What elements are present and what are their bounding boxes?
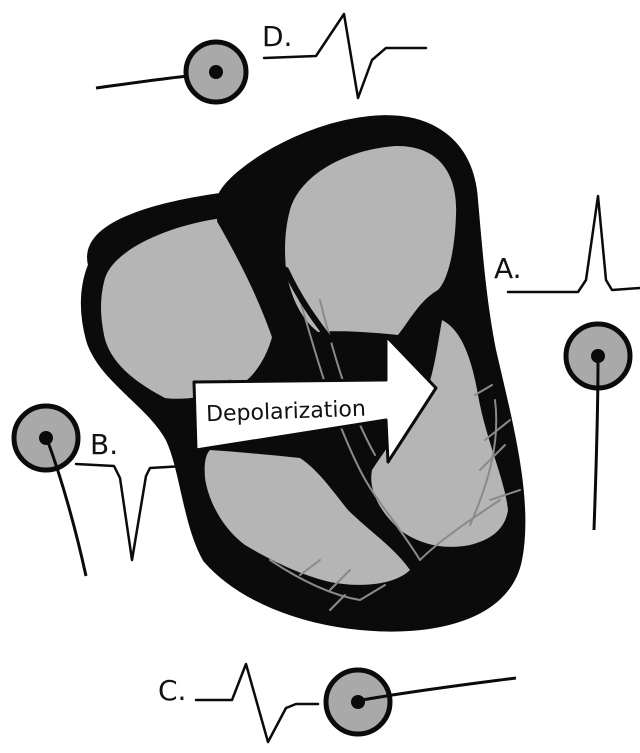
lead-b-electrode-center-icon — [39, 431, 53, 445]
lead-c-electrode-center-icon — [351, 695, 365, 709]
lead-a-label: A. — [494, 252, 522, 285]
heart — [83, 117, 524, 629]
lead-c-label: C. — [158, 674, 186, 707]
lead-d-label: D. — [262, 20, 292, 53]
lead-a-trace — [508, 196, 640, 292]
lead-b-label: B. — [90, 428, 118, 461]
lead-d: D. — [96, 14, 426, 102]
lead-c-trace — [196, 664, 318, 742]
lead-b-trace — [76, 464, 184, 560]
lead-b: B. — [14, 406, 184, 576]
lead-c: C. — [158, 664, 516, 742]
lead-d-electrode-center-icon — [209, 65, 223, 79]
